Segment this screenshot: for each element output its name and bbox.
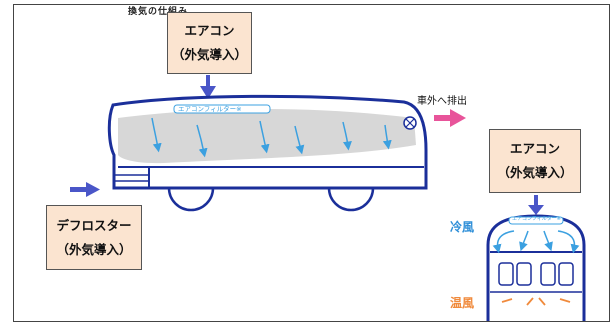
ac-intake-box-top: エアコン （外気導入） [167,12,252,74]
inlet-arrow-icon [200,75,216,99]
exhaust-label: 車外へ排出 [417,96,467,107]
airflow-arrow-icon [151,117,392,158]
page-title: 換気の仕組み [128,7,189,17]
cold-air-label: 冷風 [450,220,475,234]
diagram-frame: 換気の仕組み [13,4,610,322]
box-line: （外気導入） [171,47,247,62]
box-line: エアコン [509,141,560,157]
diagram-canvas [70,75,586,321]
box-line: （外気導入） [497,165,573,180]
inlet-arrow-icon [528,195,544,215]
fan-icon [403,116,417,130]
warm-air-label: 温風 [450,296,475,310]
filter-label: エアコンフィルター※ [178,105,242,113]
inlet-arrow-icon [70,182,100,197]
defroster-box: デフロスター （外気導入） [46,205,142,270]
box-line: デフロスター [56,217,132,233]
exhaust-arrow-icon [434,109,466,127]
bus-illustration [107,94,428,212]
ac-intake-box-right: エアコン （外気導入） [489,129,581,193]
filter-label-cross: エアコンフィルター※ [512,216,561,222]
box-line: （外気導入） [56,241,132,257]
box-line: エアコン [184,23,235,39]
bus-cross-section [486,214,586,321]
